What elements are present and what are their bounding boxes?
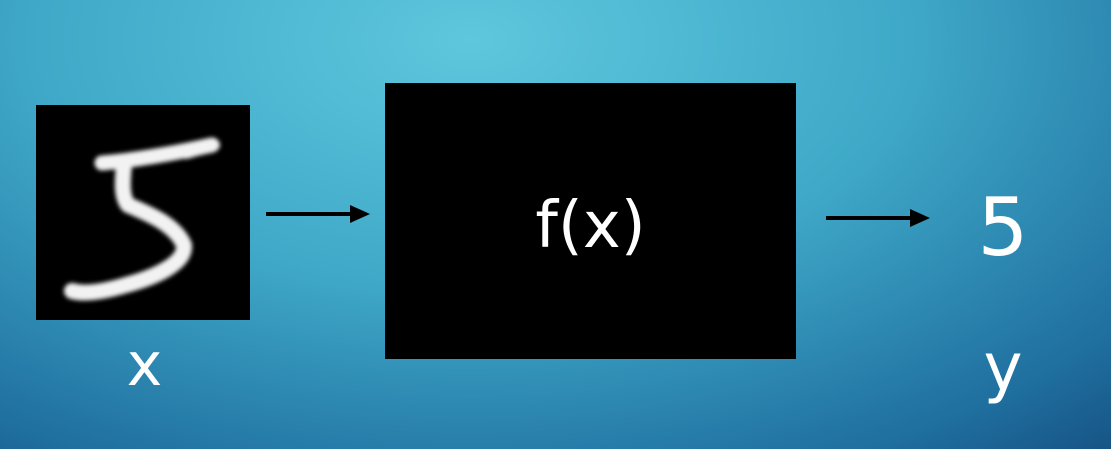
- arrow-right-icon: [826, 209, 930, 227]
- function-box: f(x): [385, 83, 796, 359]
- digit-five-icon: [64, 137, 220, 301]
- input-digit-image: [36, 105, 250, 320]
- arrow-right-icon: [266, 205, 370, 223]
- output-label-y: y: [983, 329, 1023, 406]
- input-label-x: x: [126, 330, 163, 400]
- function-label: f(x): [535, 189, 646, 263]
- output-value: 5: [977, 181, 1029, 274]
